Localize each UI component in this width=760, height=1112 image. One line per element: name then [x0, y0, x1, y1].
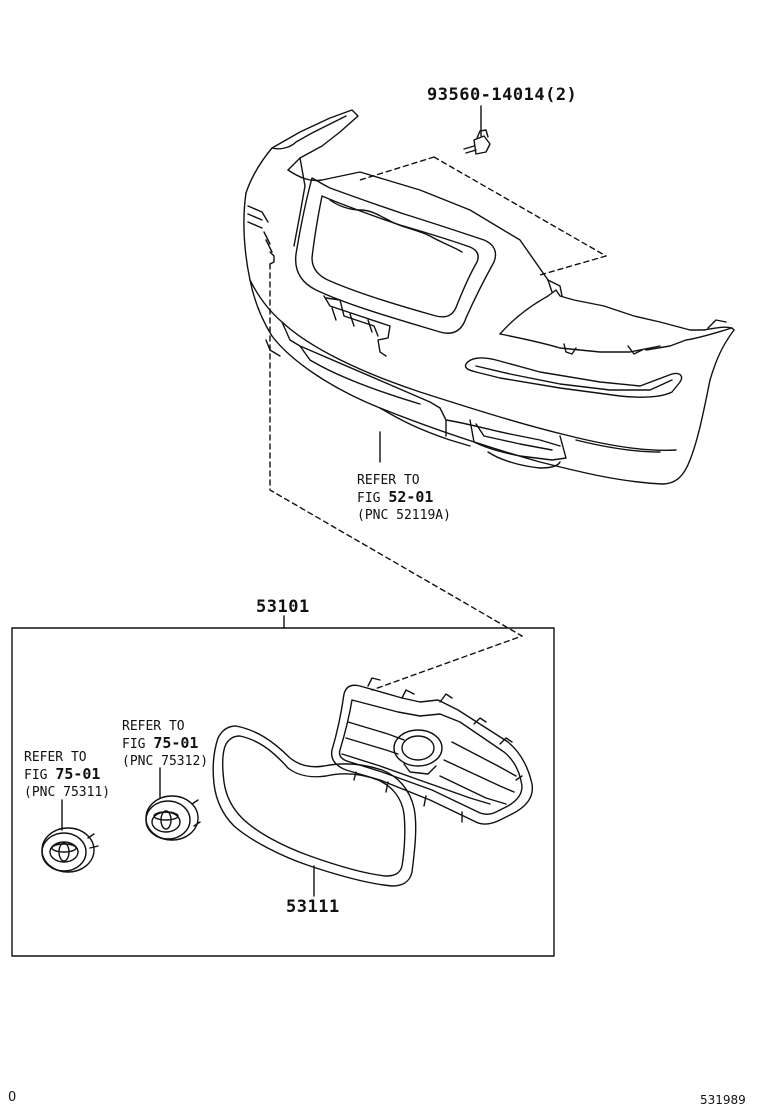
assembly-box: [11, 627, 555, 957]
rear-emblem-refer-line1: REFER TO: [24, 750, 87, 765]
front-emblem-icon: [145, 795, 201, 841]
bumper-refer-label: REFER TO FIG 52-01 (PNC 52119A): [357, 472, 451, 524]
footer-left-code: 0: [8, 1090, 17, 1105]
rear-emblem-icon: [41, 827, 99, 873]
bumper-refer-pnc: (PNC 52119A): [357, 508, 451, 523]
rear-emblem-refer-line2: FIG 75-01: [24, 765, 101, 784]
frame-part-number: 53111: [286, 897, 340, 917]
assembly-part-number: 53101: [256, 597, 310, 617]
bolt-part-number: 93560-14014(2): [427, 85, 578, 105]
front-emblem-refer-label: REFER TO FIG 75-01 (PNC 75312): [122, 718, 208, 770]
bolt-install-dashed-line: [359, 156, 607, 276]
footer-right-code: 531989: [700, 1093, 746, 1107]
bumper-refer-line1: REFER TO: [357, 473, 420, 488]
bolt-icon: [463, 129, 491, 155]
front-emblem-refer-line1: REFER TO: [122, 719, 185, 734]
radiator-grille: [330, 677, 534, 825]
front-emblem-refer-pnc: (PNC 75312): [122, 754, 209, 769]
grille-frame-molding: [212, 725, 417, 887]
front-emblem-refer-line2: FIG 75-01: [122, 734, 199, 753]
front-bumper-cover: [243, 109, 735, 485]
rear-emblem-refer-pnc: (PNC 75311): [24, 785, 111, 800]
grille-install-dashed-line: [269, 263, 523, 691]
rear-emblem-refer-label: REFER TO FIG 75-01 (PNC 75311): [24, 749, 110, 801]
bumper-refer-line2: FIG 52-01: [357, 488, 434, 507]
